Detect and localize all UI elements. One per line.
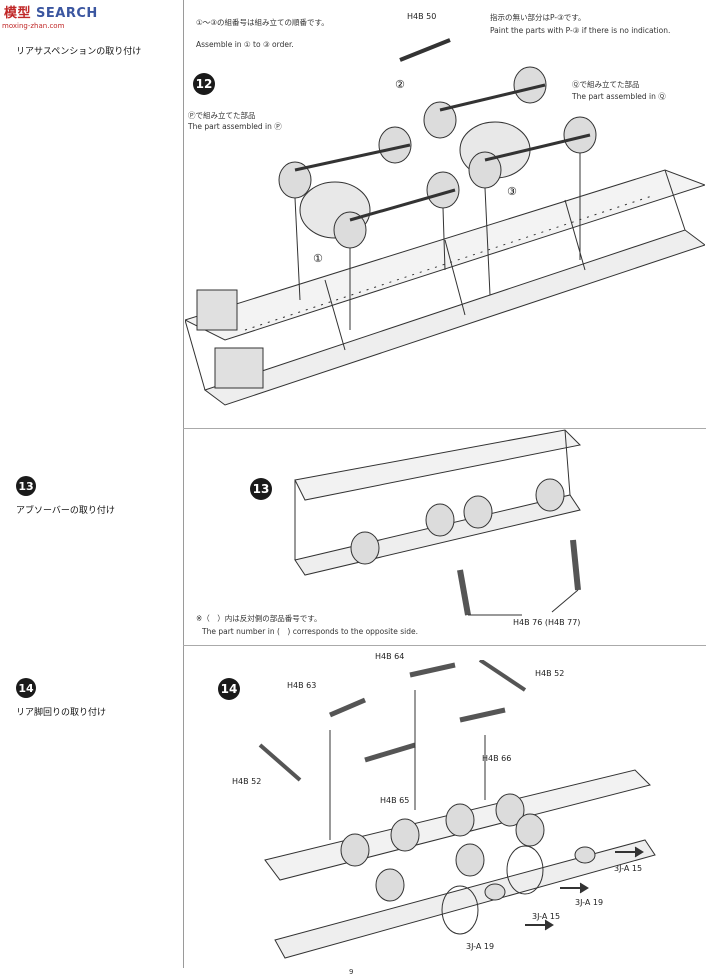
watermark-brand: SEARCH <box>36 6 98 21</box>
marker-2: ② <box>395 78 405 91</box>
part-label-h4b-50: H4B 50 <box>407 12 437 21</box>
part-label-3ja-19a: 3J-A 19 <box>575 898 604 907</box>
step-divider-1 <box>183 428 706 429</box>
part-label-3ja-19b: 3J-A 19 <box>466 942 495 951</box>
assembled-q-en: The part assembled in Ⓠ <box>572 92 666 101</box>
section-title-rear-suspension: リアサスペンションの取り付け <box>16 47 142 57</box>
column-divider <box>183 0 184 968</box>
part-label-h4b-64: H4B 64 <box>375 652 405 661</box>
section-title-absorber: アブソーバーの取り付け <box>16 506 115 516</box>
assembled-p-ja: Ⓟで組み立てた部品 <box>188 111 256 120</box>
part-label-h4b-63: H4B 63 <box>287 681 317 690</box>
paint-note-en: Paint the parts with P-③ if there is no … <box>490 26 671 35</box>
marker-1: ① <box>313 252 323 265</box>
left-column: 模型 SEARCH moxing-zhan.com リアサスペンションの取り付け… <box>0 0 183 980</box>
part-label-h4b-52a: H4B 52 <box>535 669 565 678</box>
step14-diagram <box>258 660 656 959</box>
step-number-12: 12 <box>193 73 215 95</box>
part-label-h4b-76: H4B 76 (H4B 77) <box>513 618 581 627</box>
part-label-h4b-65: H4B 65 <box>380 796 410 805</box>
section-number-14: 14 <box>16 678 36 698</box>
step-number-14: 14 <box>218 678 240 700</box>
opposite-note-ja: ※（ ）内は反対側の部品番号です。 <box>196 614 322 623</box>
marker-3: ③ <box>507 185 517 198</box>
watermark-url: moxing-zhan.com <box>2 22 65 30</box>
part-label-3ja-15b: 3J-A 15 <box>532 912 561 921</box>
watermark-prefix: 模型 <box>4 6 32 21</box>
step-divider-2 <box>183 645 706 646</box>
part-label-h4b-52b: H4B 52 <box>232 777 262 786</box>
page-number: 9 <box>349 968 354 976</box>
part-label-3ja-15a: 3J-A 15 <box>614 864 643 873</box>
step13-diagram <box>294 429 582 616</box>
paint-note-ja: 指示の無い部分はP-③です。 <box>490 13 586 22</box>
section-title-rear-legs: リア脚回りの取り付け <box>16 708 107 718</box>
step-number-13: 13 <box>250 478 272 500</box>
order-note-en: Assemble in ① to ③ order. <box>196 40 294 49</box>
watermark-logo: 模型 SEARCH <box>4 2 98 21</box>
section-number-13: 13 <box>16 476 36 496</box>
order-note-ja: ①～③の組番号は組み立ての順番です。 <box>196 18 329 27</box>
opposite-note-en: The part number in ( ) corresponds to th… <box>202 627 418 636</box>
part-label-h4b-66: H4B 66 <box>482 754 512 763</box>
assembled-p-en: The part assembled in Ⓟ <box>188 122 282 131</box>
step12-diagram: ① ② ③ <box>185 38 705 406</box>
assembled-q-ja: Ⓠで組み立てた部品 <box>572 80 640 89</box>
